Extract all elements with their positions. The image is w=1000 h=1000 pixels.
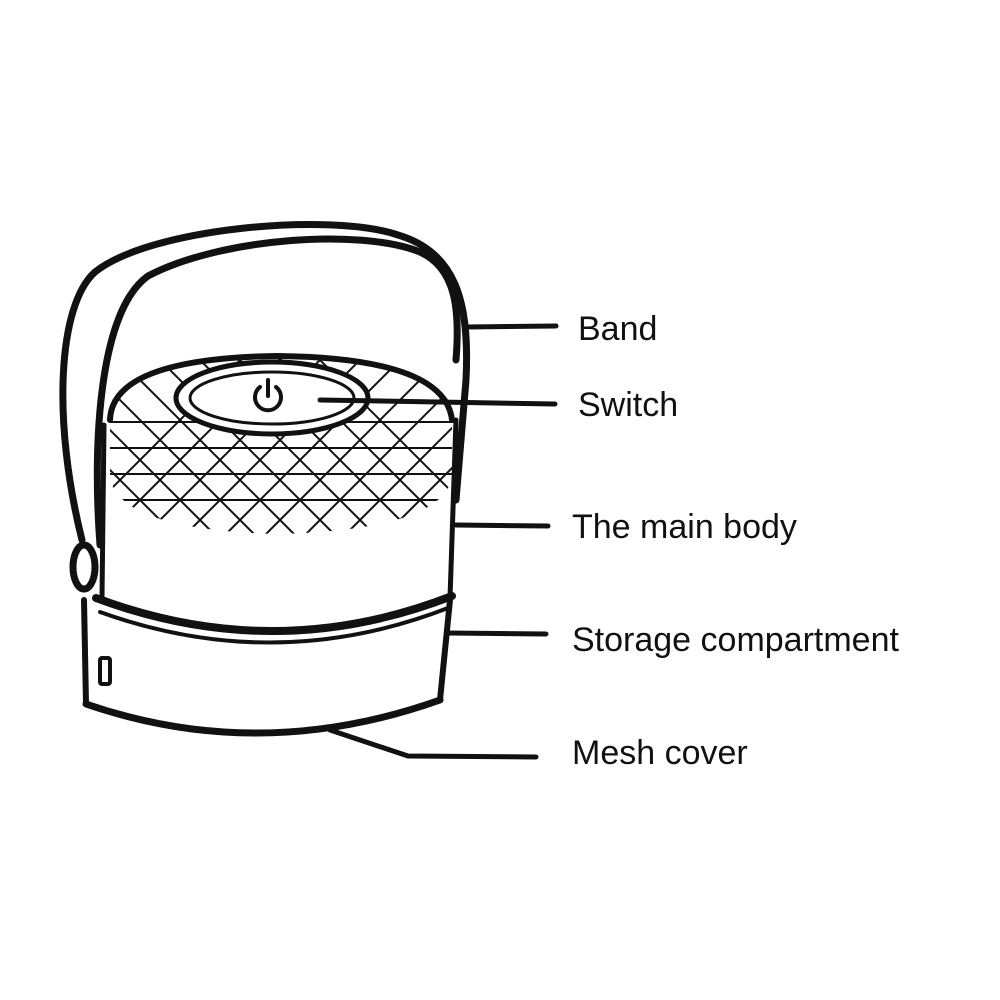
- leader-main-body: [453, 522, 551, 529]
- label-mesh-cover: Mesh cover: [572, 734, 748, 772]
- storage-compartment-left: [81, 597, 89, 707]
- switch-inner-ring[interactable]: [188, 370, 356, 426]
- switch-outer-ring[interactable]: [173, 359, 371, 437]
- label-storage-compartment: Storage compartment: [572, 621, 899, 659]
- label-main-body: The main body: [572, 508, 797, 546]
- leader-switch: [317, 397, 558, 407]
- leader-band: [463, 323, 559, 330]
- band-outer: [59, 221, 471, 544]
- mesh-top-outline: [107, 353, 455, 423]
- main-body-left-wall: [99, 422, 107, 601]
- body-separator-bottom: [98, 606, 450, 645]
- band-inner: [93, 235, 461, 549]
- power-icon[interactable]: [253, 378, 283, 413]
- leader-mesh-cover: [327, 727, 539, 760]
- label-band: Band: [578, 310, 658, 348]
- leader-storage: [445, 630, 549, 637]
- label-switch: Switch: [578, 386, 679, 424]
- storage-compartment-right: [437, 597, 453, 703]
- main-body-right-wall: [447, 417, 459, 601]
- body-separator-top: [92, 592, 456, 635]
- storage-compartment-bottom: [82, 696, 444, 737]
- charging-port: [98, 656, 112, 686]
- band-joint: [69, 541, 99, 593]
